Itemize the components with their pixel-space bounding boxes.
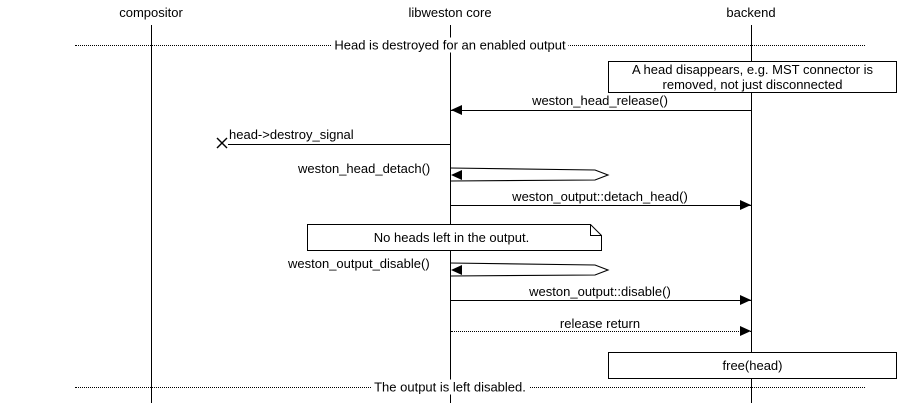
note-head-disappears: A head disappears, e.g. MST connector is… <box>608 61 897 93</box>
note-no-heads-left: No heads left in the output. <box>307 224 602 251</box>
self-call-weston-head-detach <box>450 167 610 182</box>
participant-label-backend: backend <box>726 5 776 20</box>
self-call-weston-output-disable <box>450 262 610 277</box>
note-fold-shape <box>307 224 602 251</box>
participant-label-libweston-core: libweston core <box>408 5 492 20</box>
message-label-weston-output-disable-impl: weston_output::disable() <box>529 284 671 299</box>
arrowhead-right-weston-output-detach-head <box>740 200 751 210</box>
note-free-head-text: free(head) <box>722 358 783 373</box>
message-line-weston-output-detach-head <box>451 205 751 206</box>
arrowhead-left-weston-head-release <box>451 105 462 115</box>
destroy-x-icon <box>216 137 228 149</box>
message-label-release-return: release return <box>559 316 641 331</box>
message-label-weston-output-disable: weston_output_disable() <box>288 256 430 271</box>
participant-label-compositor: compositor <box>119 5 183 20</box>
message-label-weston-head-release: weston_head_release() <box>532 93 668 108</box>
divider-label-top: Head is destroyed for an enabled output <box>331 37 569 53</box>
note-no-heads-left-text: No heads left in the output. <box>373 230 530 245</box>
lifeline-libweston-core <box>450 25 451 403</box>
arrowhead-right-release-return <box>740 326 751 336</box>
note-head-disappears-text: A head disappears, e.g. MST connector is… <box>631 62 874 92</box>
message-label-head-destroy-signal: head->destroy_signal <box>229 127 354 142</box>
message-label-weston-output-detach-head: weston_output::detach_head() <box>512 189 688 204</box>
arrowhead-right-weston-output-disable-impl <box>740 295 751 305</box>
arrowhead-left-weston-head-detach <box>451 170 462 180</box>
lifeline-backend <box>751 25 752 403</box>
note-free-head: free(head) <box>608 352 897 379</box>
message-label-weston-head-detach: weston_head_detach() <box>298 161 431 176</box>
arrowhead-left-weston-output-disable <box>451 265 462 275</box>
message-line-head-destroy-signal <box>228 144 450 145</box>
message-line-weston-head-release <box>451 110 751 111</box>
message-line-release-return <box>451 331 751 332</box>
lifeline-compositor <box>151 25 152 403</box>
message-line-weston-output-disable-impl <box>451 300 751 301</box>
divider-label-bottom: The output is left disabled. <box>371 379 529 395</box>
